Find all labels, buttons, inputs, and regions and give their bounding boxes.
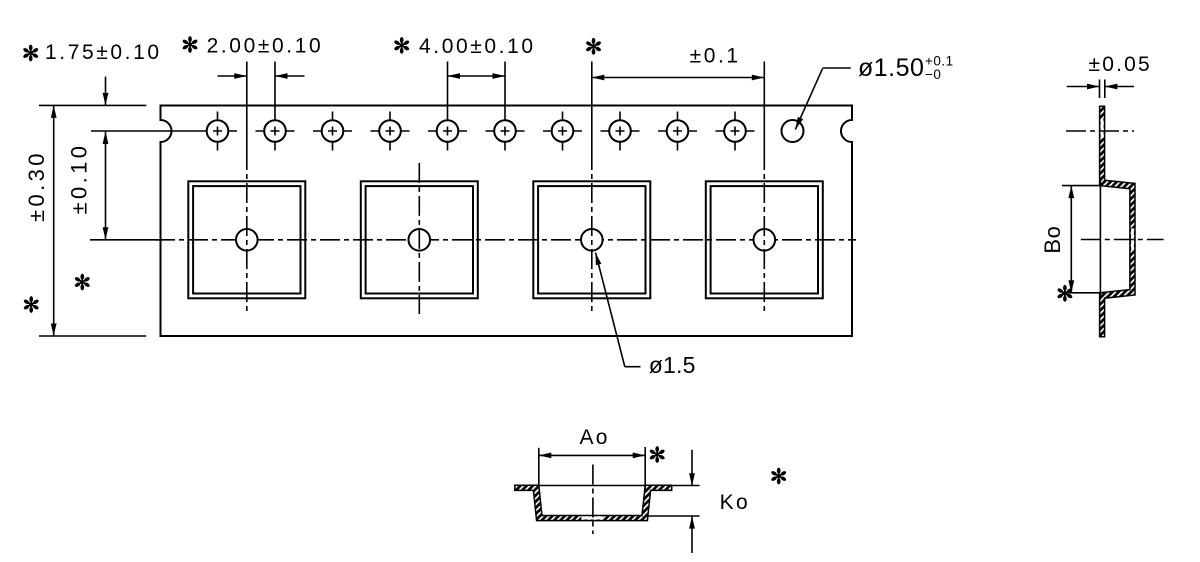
svg-text:ø1.5: ø1.5 [649, 352, 696, 378]
svg-text:±0.1: ±0.1 [690, 44, 741, 67]
svg-text:±0.30: ±0.30 [24, 150, 49, 222]
svg-text:Ko: Ko [720, 491, 751, 514]
svg-text:+0.1: +0.1 [925, 54, 954, 69]
svg-text:2.00±0.10: 2.00±0.10 [207, 35, 324, 58]
svg-text:ø1.50: ø1.50 [858, 54, 924, 82]
svg-text:±0.10: ±0.10 [67, 143, 92, 215]
svg-text:±0.05: ±0.05 [1089, 53, 1152, 76]
svg-text:1.75±0.10: 1.75±0.10 [45, 41, 162, 64]
svg-text:4.00±0.10: 4.00±0.10 [419, 35, 536, 58]
svg-text:Ao: Ao [580, 426, 610, 449]
svg-text:Bo: Bo [1040, 226, 1065, 254]
svg-text:−0: −0 [925, 67, 941, 82]
